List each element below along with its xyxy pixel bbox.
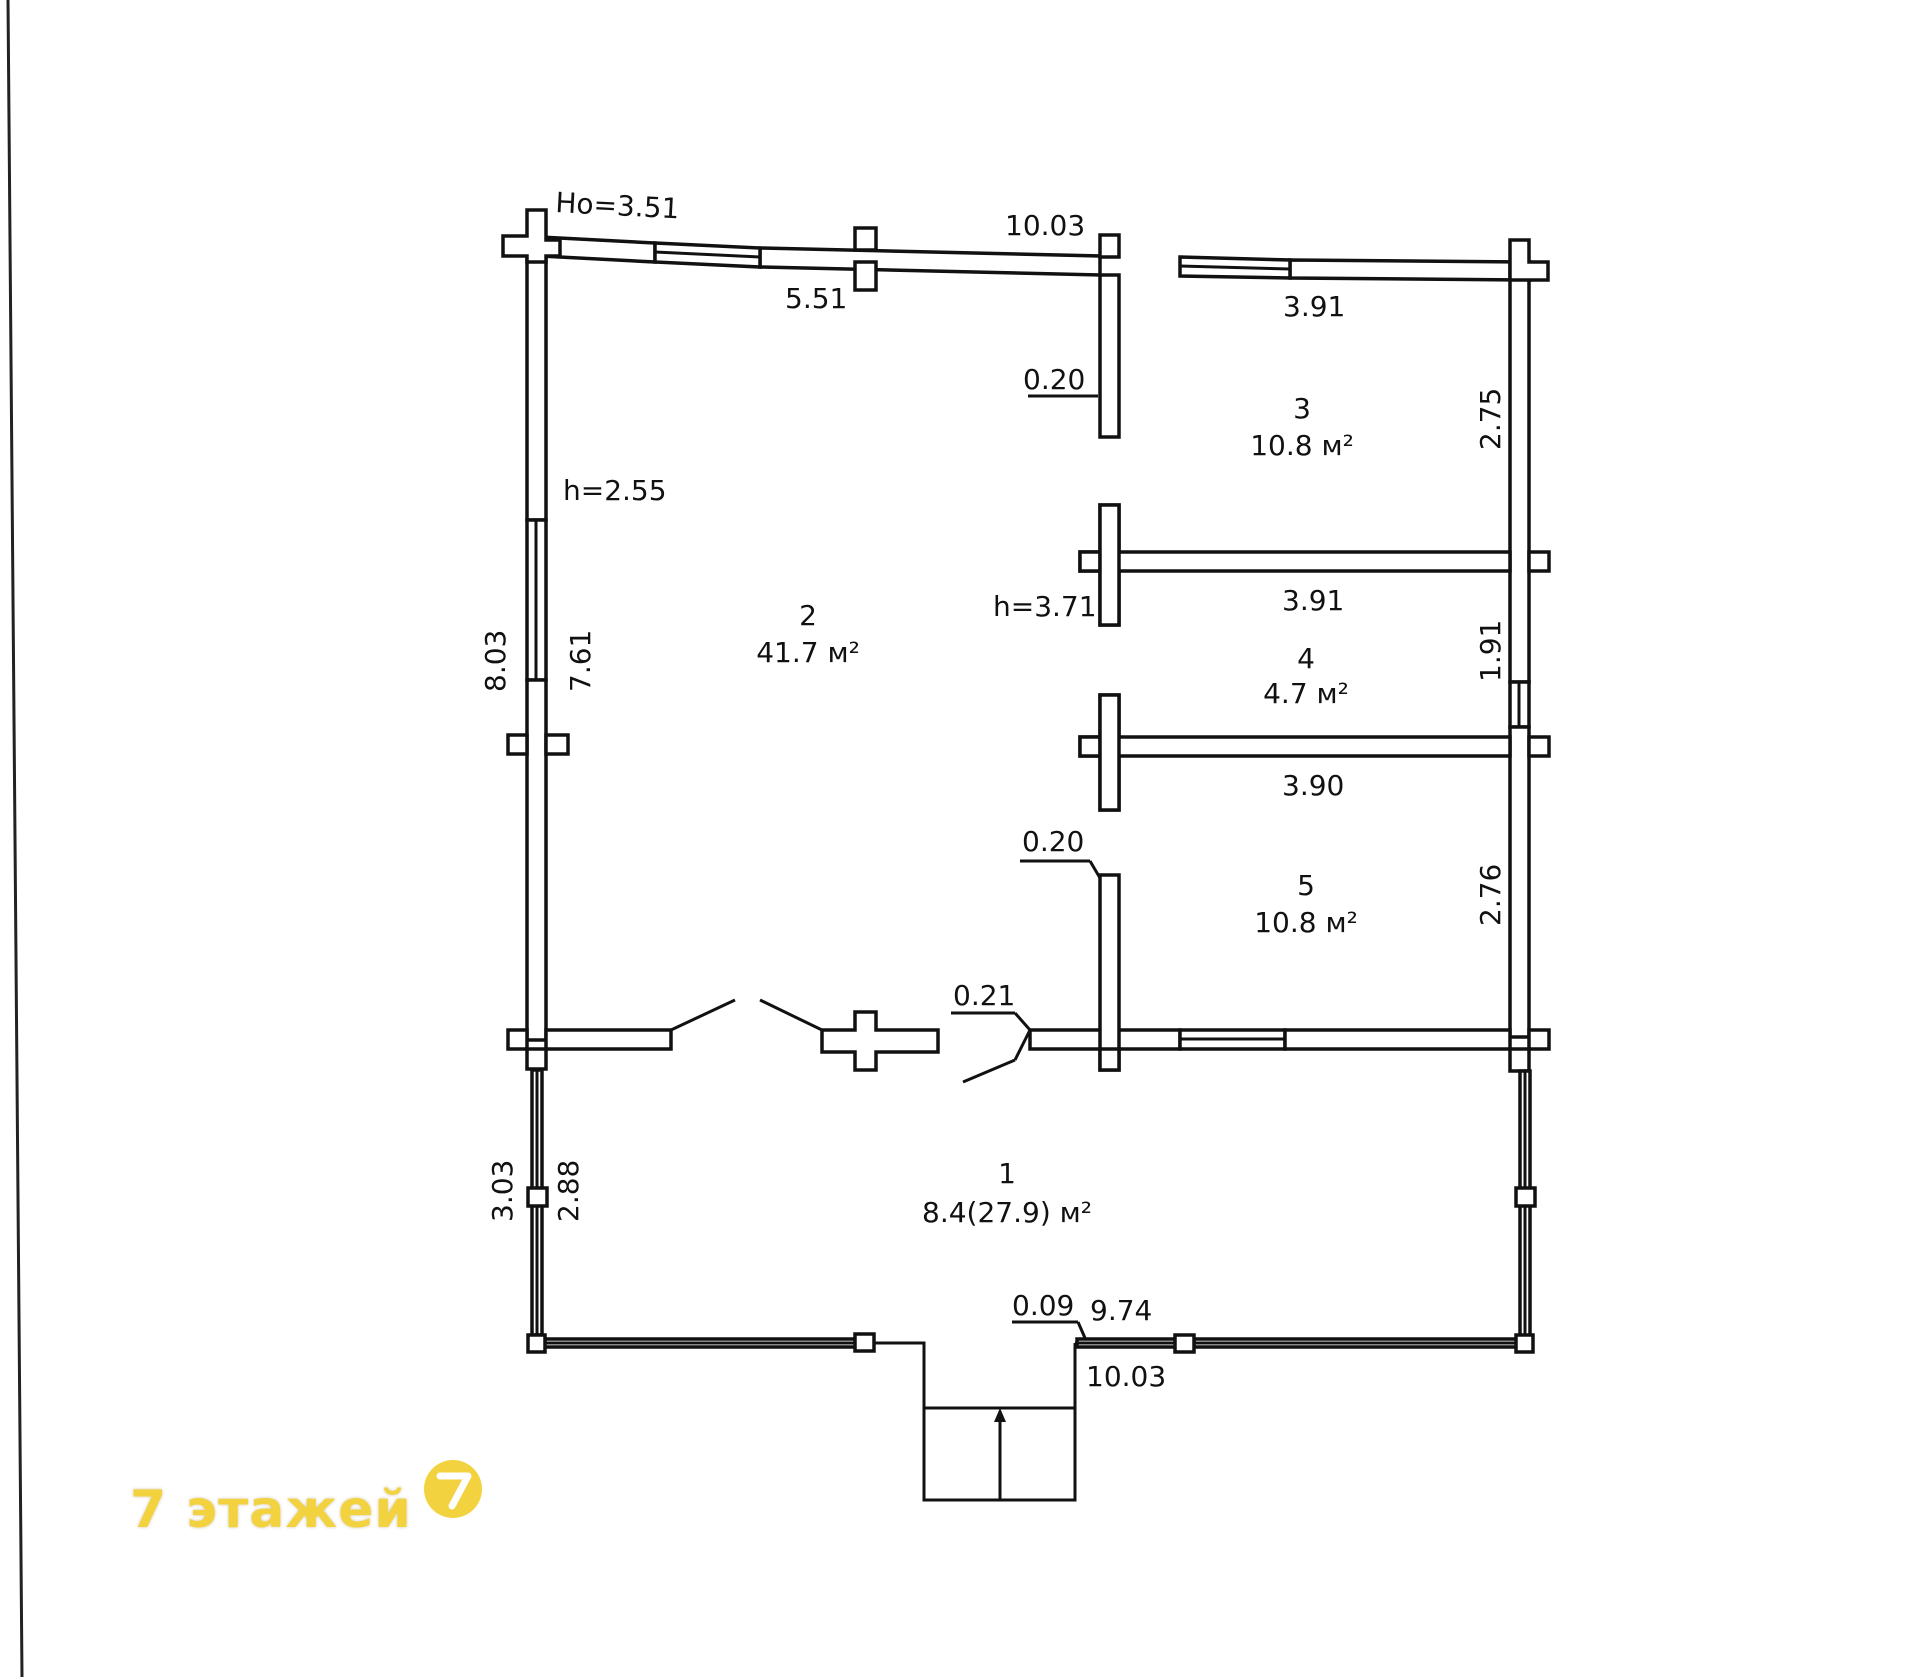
svg-text:3: 3 bbox=[1293, 392, 1311, 425]
label-door-021: 0.21 bbox=[953, 979, 1015, 1012]
label-bottom-1003: 10.03 bbox=[1086, 1360, 1166, 1393]
label-top-left: 5.51 bbox=[785, 282, 847, 315]
leader-lines bbox=[951, 394, 1102, 1339]
label-bottom-974: 9.74 bbox=[1090, 1294, 1152, 1327]
label-top-right: 3.91 bbox=[1283, 290, 1345, 323]
svg-text:1: 1 bbox=[998, 1157, 1016, 1190]
label-wall-020-b: 0.20 bbox=[1022, 825, 1084, 858]
label-left-inner: 7.61 bbox=[564, 630, 597, 692]
label-top-total: 10.03 bbox=[1005, 209, 1085, 242]
svg-text:41.7 м²: 41.7 м² bbox=[756, 636, 860, 669]
watermark-text: 7 этажей bbox=[130, 1480, 412, 1540]
svg-text:4: 4 bbox=[1297, 642, 1315, 675]
label-mid-391: 3.91 bbox=[1282, 584, 1344, 617]
label-right-275: 2.75 bbox=[1474, 388, 1507, 450]
room-4-label: 4 4.7 м² bbox=[1263, 642, 1349, 710]
door-swings bbox=[670, 998, 1032, 1084]
left-wall bbox=[525, 238, 548, 1042]
room-2-label: 2 41.7 м² bbox=[756, 599, 860, 669]
label-h-371: h=3.71 bbox=[993, 590, 1097, 623]
label-left-outer: 8.03 bbox=[479, 630, 512, 692]
label-mid-390: 3.90 bbox=[1282, 769, 1344, 802]
watermark: 7 этажей bbox=[130, 1460, 484, 1540]
label-wall-020-a: 0.20 bbox=[1023, 363, 1085, 396]
room-3-label: 3 10.8 м² bbox=[1250, 392, 1354, 462]
seven-floors-logo-icon bbox=[423, 1460, 482, 1518]
log-crosses bbox=[501, 208, 1551, 1073]
top-wall bbox=[538, 235, 1532, 282]
svg-text:10.8 м²: 10.8 м² bbox=[1254, 906, 1358, 939]
label-ho: Ho=3.51 bbox=[555, 186, 681, 225]
svg-text:8.4(27.9) м²: 8.4(27.9) м² bbox=[922, 1196, 1092, 1229]
svg-text:4.7 м²: 4.7 м² bbox=[1263, 677, 1349, 710]
label-bottom-009: 0.09 bbox=[1012, 1289, 1074, 1322]
veranda bbox=[526, 1068, 1537, 1502]
bottom-wall bbox=[544, 1028, 1512, 1051]
label-right-276: 2.76 bbox=[1474, 864, 1507, 926]
label-h-255: h=2.55 bbox=[563, 474, 667, 507]
svg-text:5: 5 bbox=[1297, 869, 1315, 902]
right-wall bbox=[1508, 260, 1531, 1039]
room-5-label: 5 10.8 м² bbox=[1254, 869, 1358, 939]
page-edge-line bbox=[6, 0, 24, 1677]
label-right-191: 1.91 bbox=[1474, 620, 1507, 682]
label-veranda-left-inner: 2.88 bbox=[552, 1160, 585, 1222]
svg-text:2: 2 bbox=[799, 599, 817, 632]
room-1-label: 1 8.4(27.9) м² bbox=[922, 1157, 1092, 1229]
label-veranda-left-outer: 3.03 bbox=[486, 1160, 519, 1222]
svg-text:10.8 м²: 10.8 м² bbox=[1250, 429, 1354, 462]
